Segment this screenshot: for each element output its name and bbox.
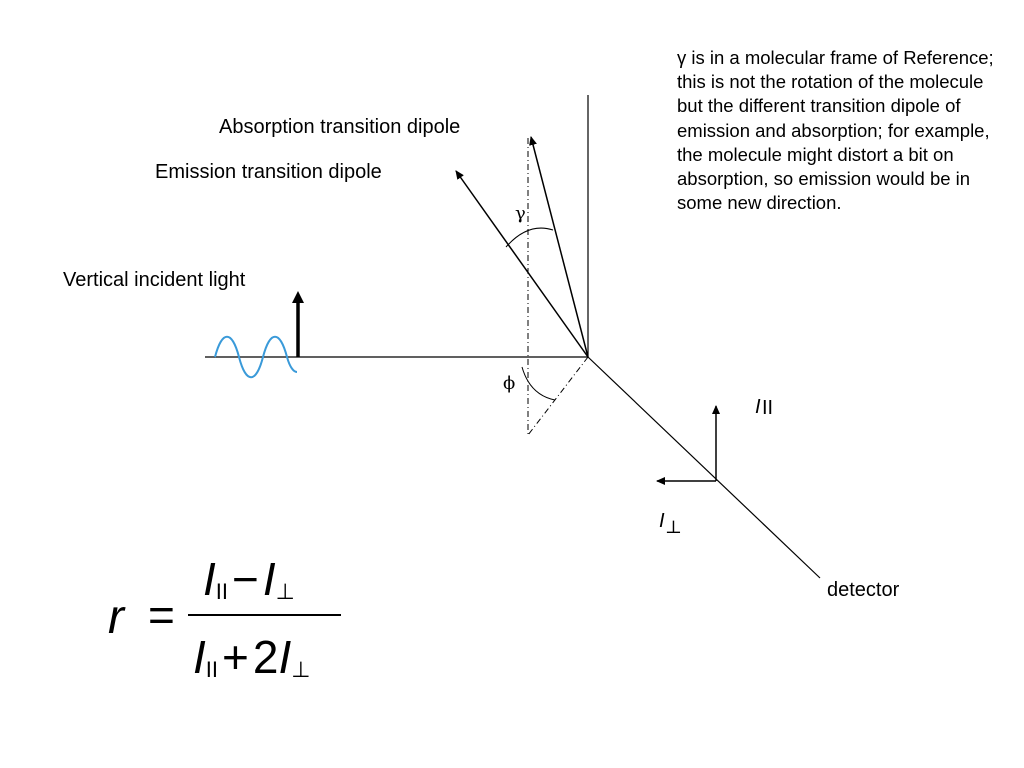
num-i-parallel-sub: II xyxy=(215,579,229,604)
formula-numerator: III−I⊥ xyxy=(203,552,295,606)
formula-equals: = xyxy=(148,589,175,641)
detector-line xyxy=(587,356,821,579)
den-i-parallel: I xyxy=(193,631,206,683)
projection-line-diagonal xyxy=(527,356,589,436)
den-plus: + xyxy=(222,631,249,683)
phi-arc xyxy=(521,366,556,401)
absorption-dipole-arrow xyxy=(529,136,589,358)
light-wave xyxy=(214,336,298,378)
i-parallel-subscript: II xyxy=(762,397,773,419)
formula-lhs: r xyxy=(108,591,124,644)
emission-label: Emission transition dipole xyxy=(155,161,382,183)
num-i-parallel: I xyxy=(203,553,216,605)
anisotropy-formula: r = III−I⊥ III+2I⊥ xyxy=(108,552,368,702)
incident-light-label: Vertical incident light xyxy=(63,269,246,291)
i-parallel-label: I II xyxy=(755,396,773,419)
i-perp-label: I ⊥ xyxy=(659,510,682,538)
den-i-parallel-sub: II xyxy=(205,657,219,682)
num-i-perp: I xyxy=(262,553,276,605)
emission-dipole-arrow xyxy=(455,170,589,358)
formula-denominator: III+2I⊥ xyxy=(193,630,310,684)
phi-label: ϕ xyxy=(503,373,515,394)
gamma-arc xyxy=(505,227,554,248)
gamma-label: γ xyxy=(515,203,526,224)
detector-label: detector xyxy=(827,579,900,601)
num-i-perp-sub: ⊥ xyxy=(275,579,295,604)
i-perp-subscript: ⊥ xyxy=(665,517,682,538)
gamma-explanation-note: γ is in a molecular frame of Reference; … xyxy=(677,47,994,214)
den-i-perp-sub: ⊥ xyxy=(291,657,311,682)
i-perp-symbol: I xyxy=(659,510,665,532)
fraction-bar xyxy=(188,614,341,616)
den-coefficient: 2 xyxy=(252,631,279,683)
den-i-perp: I xyxy=(278,631,292,683)
i-parallel-symbol: I xyxy=(755,396,761,418)
absorption-label: Absorption transition dipole xyxy=(219,116,460,138)
num-minus: − xyxy=(232,553,259,605)
